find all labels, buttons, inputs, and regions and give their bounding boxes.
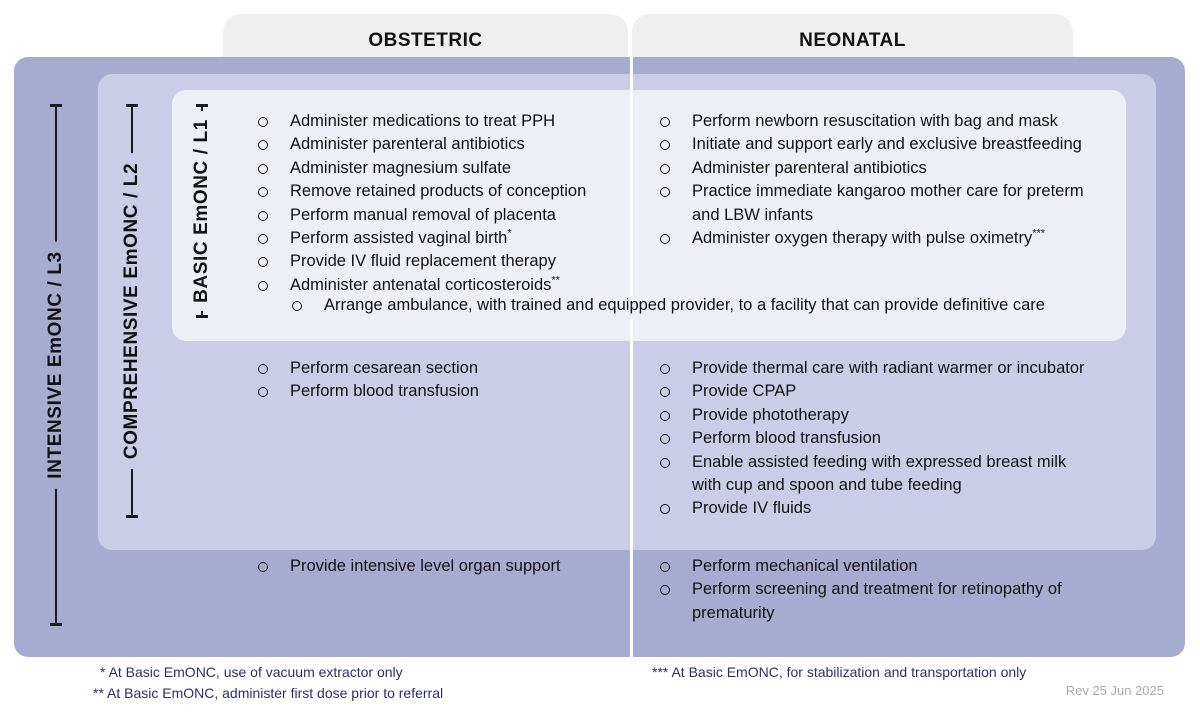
column-divider <box>630 57 633 657</box>
list-item: Administer antenatal corticosteroids** <box>258 274 608 297</box>
list-item: Provide phototherapy <box>660 404 1092 427</box>
list-item: Provide intensive level organ support <box>258 555 608 578</box>
list-item: Remove retained products of conception <box>258 180 608 203</box>
footnote-marker: *** <box>1032 227 1046 240</box>
bracket-cap-bottom <box>196 315 208 318</box>
list-item: Perform manual removal of placenta <box>258 204 608 227</box>
basic-neonatal-list: Perform newborn resuscitation with bag a… <box>660 110 1092 250</box>
list-item: Provide thermal care with radiant warmer… <box>660 357 1092 380</box>
comprehensive-level-label: COMPREHENSIVE EmONC / L2 <box>121 104 143 518</box>
revision-date: Rev 25 Jun 2025 <box>1065 683 1164 698</box>
list-item: Enable assisted feeding with expressed b… <box>660 451 1092 498</box>
list-item: Arrange ambulance, with trained and equi… <box>292 294 1092 317</box>
list-item: Perform mechanical ventilation <box>660 555 1092 578</box>
intensive-level-text: INTENSIVE EmONC / L3 <box>45 241 67 489</box>
list-item: Provide IV fluids <box>660 497 1092 520</box>
list-item: Perform blood transfusion <box>258 380 608 403</box>
intensive-neonatal-list: Perform mechanical ventilation Perform s… <box>660 555 1092 625</box>
list-item: Administer oxygen therapy with pulse oxi… <box>660 227 1092 250</box>
basic-level-text: BASIC EmONC / L1 <box>191 111 213 311</box>
obstetric-header-label: OBSTETRIC <box>368 30 483 51</box>
footnote-marker: ** <box>551 274 560 287</box>
basic-level-label: BASIC EmONC / L1 <box>191 104 213 318</box>
list-item: Administer parenteral antibiotics <box>660 157 1092 180</box>
intensive-level-label: INTENSIVE EmONC / L3 <box>45 104 67 626</box>
footnote-marker: * <box>507 227 512 240</box>
list-item: Administer magnesium sulfate <box>258 157 608 180</box>
footnote-1: * At Basic EmONC, use of vacuum extracto… <box>100 664 403 680</box>
footnote-3: *** At Basic EmONC, for stabilization an… <box>652 664 1027 680</box>
bracket-cap-bottom <box>50 623 62 626</box>
list-item: Administer parenteral antibiotics <box>258 133 608 156</box>
basic-shared-list: Arrange ambulance, with trained and equi… <box>292 294 1092 317</box>
list-item: Perform screening and treatment for reti… <box>660 578 1092 625</box>
bracket-cap-bottom <box>126 515 138 518</box>
neonatal-header-label: NEONATAL <box>799 30 906 51</box>
list-item: Perform cesarean section <box>258 357 608 380</box>
footnote-2: ** At Basic EmONC, administer first dose… <box>93 685 444 701</box>
list-item: Perform blood transfusion <box>660 427 1092 450</box>
shared-referral-row-bg <box>292 297 1092 319</box>
list-item: Provide CPAP <box>660 380 1092 403</box>
comprehensive-obstetric-list: Perform cesarean section Perform blood t… <box>258 357 608 404</box>
list-item: Perform assisted vaginal birth* <box>258 227 608 250</box>
list-item: Initiate and support early and exclusive… <box>660 133 1092 156</box>
intensive-obstetric-list: Provide intensive level organ support <box>258 555 608 578</box>
comprehensive-level-text: COMPREHENSIVE EmONC / L2 <box>121 152 143 470</box>
list-item: Administer medications to treat PPH <box>258 110 608 133</box>
comprehensive-neonatal-list: Provide thermal care with radiant warmer… <box>660 357 1092 521</box>
list-item: Provide IV fluid replacement therapy <box>258 250 608 273</box>
list-item: Perform newborn resuscitation with bag a… <box>660 110 1092 133</box>
basic-obstetric-list: Administer medications to treat PPH Admi… <box>258 110 608 297</box>
list-item: Practice immediate kangaroo mother care … <box>660 180 1092 227</box>
